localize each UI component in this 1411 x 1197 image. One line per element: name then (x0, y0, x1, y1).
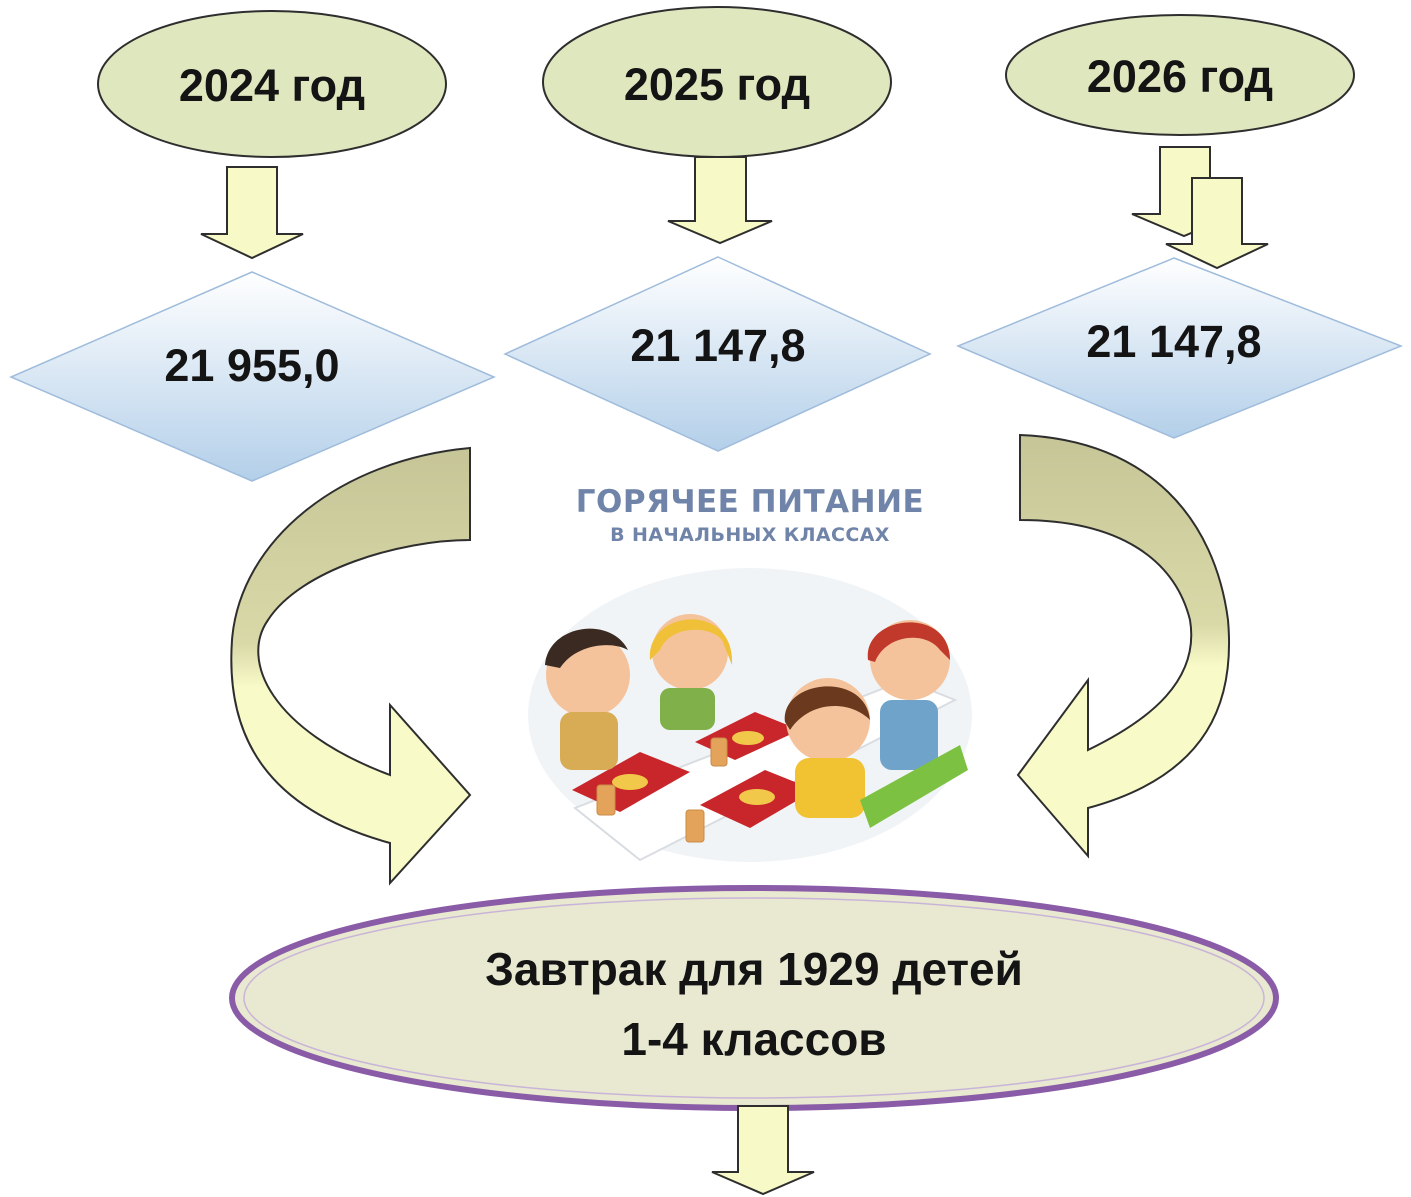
result-line-2: 1-4 классов (621, 1013, 886, 1065)
curved-arrow-left (230, 446, 472, 886)
year-label-2024: 2024 год (179, 60, 365, 111)
amount-diamond-2026 (956, 257, 1404, 439)
year-ellipse-2024 (97, 10, 447, 158)
curved-arrow-right (1016, 433, 1231, 859)
year-label-2025: 2025 год (624, 59, 810, 110)
result-ellipse (229, 885, 1279, 1111)
down-arrow-2026-front (1165, 177, 1269, 270)
amount-label-2026: 21 147,8 (1086, 316, 1261, 367)
amount-label-2025: 21 147,8 (630, 320, 805, 371)
down-arrow-2025 (667, 156, 773, 245)
down-arrow-2024 (200, 166, 304, 260)
year-ellipse-2026 (1005, 14, 1355, 136)
down-arrow-bottom (711, 1105, 815, 1196)
kids-eating-illustration (528, 568, 972, 862)
illustration-title-line2: В НАЧАЛЬНЫХ КЛАССАХ (610, 524, 890, 546)
amount-label-2024: 21 955,0 (164, 340, 339, 391)
illustration-title-line1: ГОРЯЧЕЕ ПИТАНИЕ (575, 484, 925, 520)
amount-diamond-2025 (503, 256, 932, 452)
result-line-1: Завтрак для 1929 детей (485, 943, 1023, 995)
illustration-title: ГОРЯЧЕЕ ПИТАНИЕ В НАЧАЛЬНЫХ КЛАССАХ (540, 484, 960, 546)
year-label-2026: 2026 год (1087, 51, 1273, 102)
amount-diamond-2024 (9, 271, 496, 482)
